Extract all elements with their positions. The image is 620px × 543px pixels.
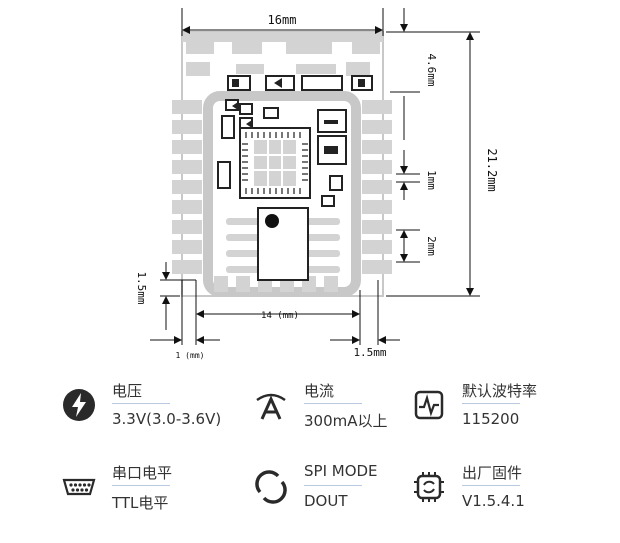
spec-voltage: 电压 3.3V(3.0-3.6V)	[62, 378, 252, 438]
dim-width-top: 16mm	[268, 13, 297, 27]
dim-inner-width: 14 (mm)	[261, 311, 299, 321]
pin1-dot	[265, 214, 279, 228]
spec-value: 115200	[462, 410, 520, 428]
waveform-chip-icon	[414, 390, 444, 420]
left-pads	[172, 100, 202, 274]
divider	[462, 485, 520, 486]
spec-value: 3.3V(3.0-3.6V)	[112, 410, 222, 428]
dim-pad-width-right: 1.5mm	[353, 346, 386, 359]
module-footprint-diagram: 16mm 4.6mm 21.2mm 1mm 2mm 1.5mm 14 (mm) …	[135, 8, 499, 360]
dimension-lines	[150, 8, 480, 345]
qfn-chip	[239, 127, 311, 199]
right-pads	[362, 100, 392, 274]
spec-firmware: 出厂固件 V1.5.4.1	[412, 460, 602, 520]
dim-height-total: 21.2mm	[485, 148, 499, 191]
dim-pitch: 1mm	[425, 170, 438, 190]
flash-chip	[257, 207, 309, 281]
dim-bottom-offset: 1.5mm	[135, 271, 148, 304]
spec-value: V1.5.4.1	[462, 492, 525, 510]
divider	[462, 403, 520, 404]
spec-value: TTL电平	[112, 494, 169, 512]
spec-baud-rate: 默认波特率 115200	[412, 378, 602, 438]
spec-label: SPI MODE	[304, 462, 378, 480]
spec-label: 默认波特率	[462, 382, 538, 400]
firmware-chip-icon	[414, 472, 444, 502]
dim-height-top: 4.6mm	[425, 53, 438, 86]
spec-value: 300mA以上	[304, 412, 388, 430]
divider	[304, 485, 362, 486]
dim-pad-spacing: 2mm	[425, 236, 438, 256]
spec-label: 电流	[304, 382, 335, 400]
divider	[112, 403, 170, 404]
spec-spi-mode: SPI MODE DOUT	[254, 460, 444, 520]
spec-current: 电流 300mA以上	[254, 378, 444, 438]
letter-a-icon	[256, 393, 286, 420]
dim-pad-width-left: 1 (mm)	[176, 351, 205, 360]
spec-label: 串口电平	[112, 464, 173, 482]
spec-label: 出厂固件	[462, 464, 523, 482]
flash-chip-leads	[226, 218, 340, 273]
small-components	[217, 99, 347, 207]
circular-arrows-icon	[255, 470, 287, 504]
spec-value: DOUT	[304, 492, 348, 510]
antenna-area	[182, 32, 383, 76]
divider	[112, 485, 170, 486]
lightning-icon	[63, 389, 95, 421]
spec-serial-level: 串口电平 TTL电平	[62, 460, 252, 520]
spec-label: 电压	[112, 382, 143, 400]
divider	[304, 403, 362, 404]
serial-port-icon	[62, 478, 96, 496]
